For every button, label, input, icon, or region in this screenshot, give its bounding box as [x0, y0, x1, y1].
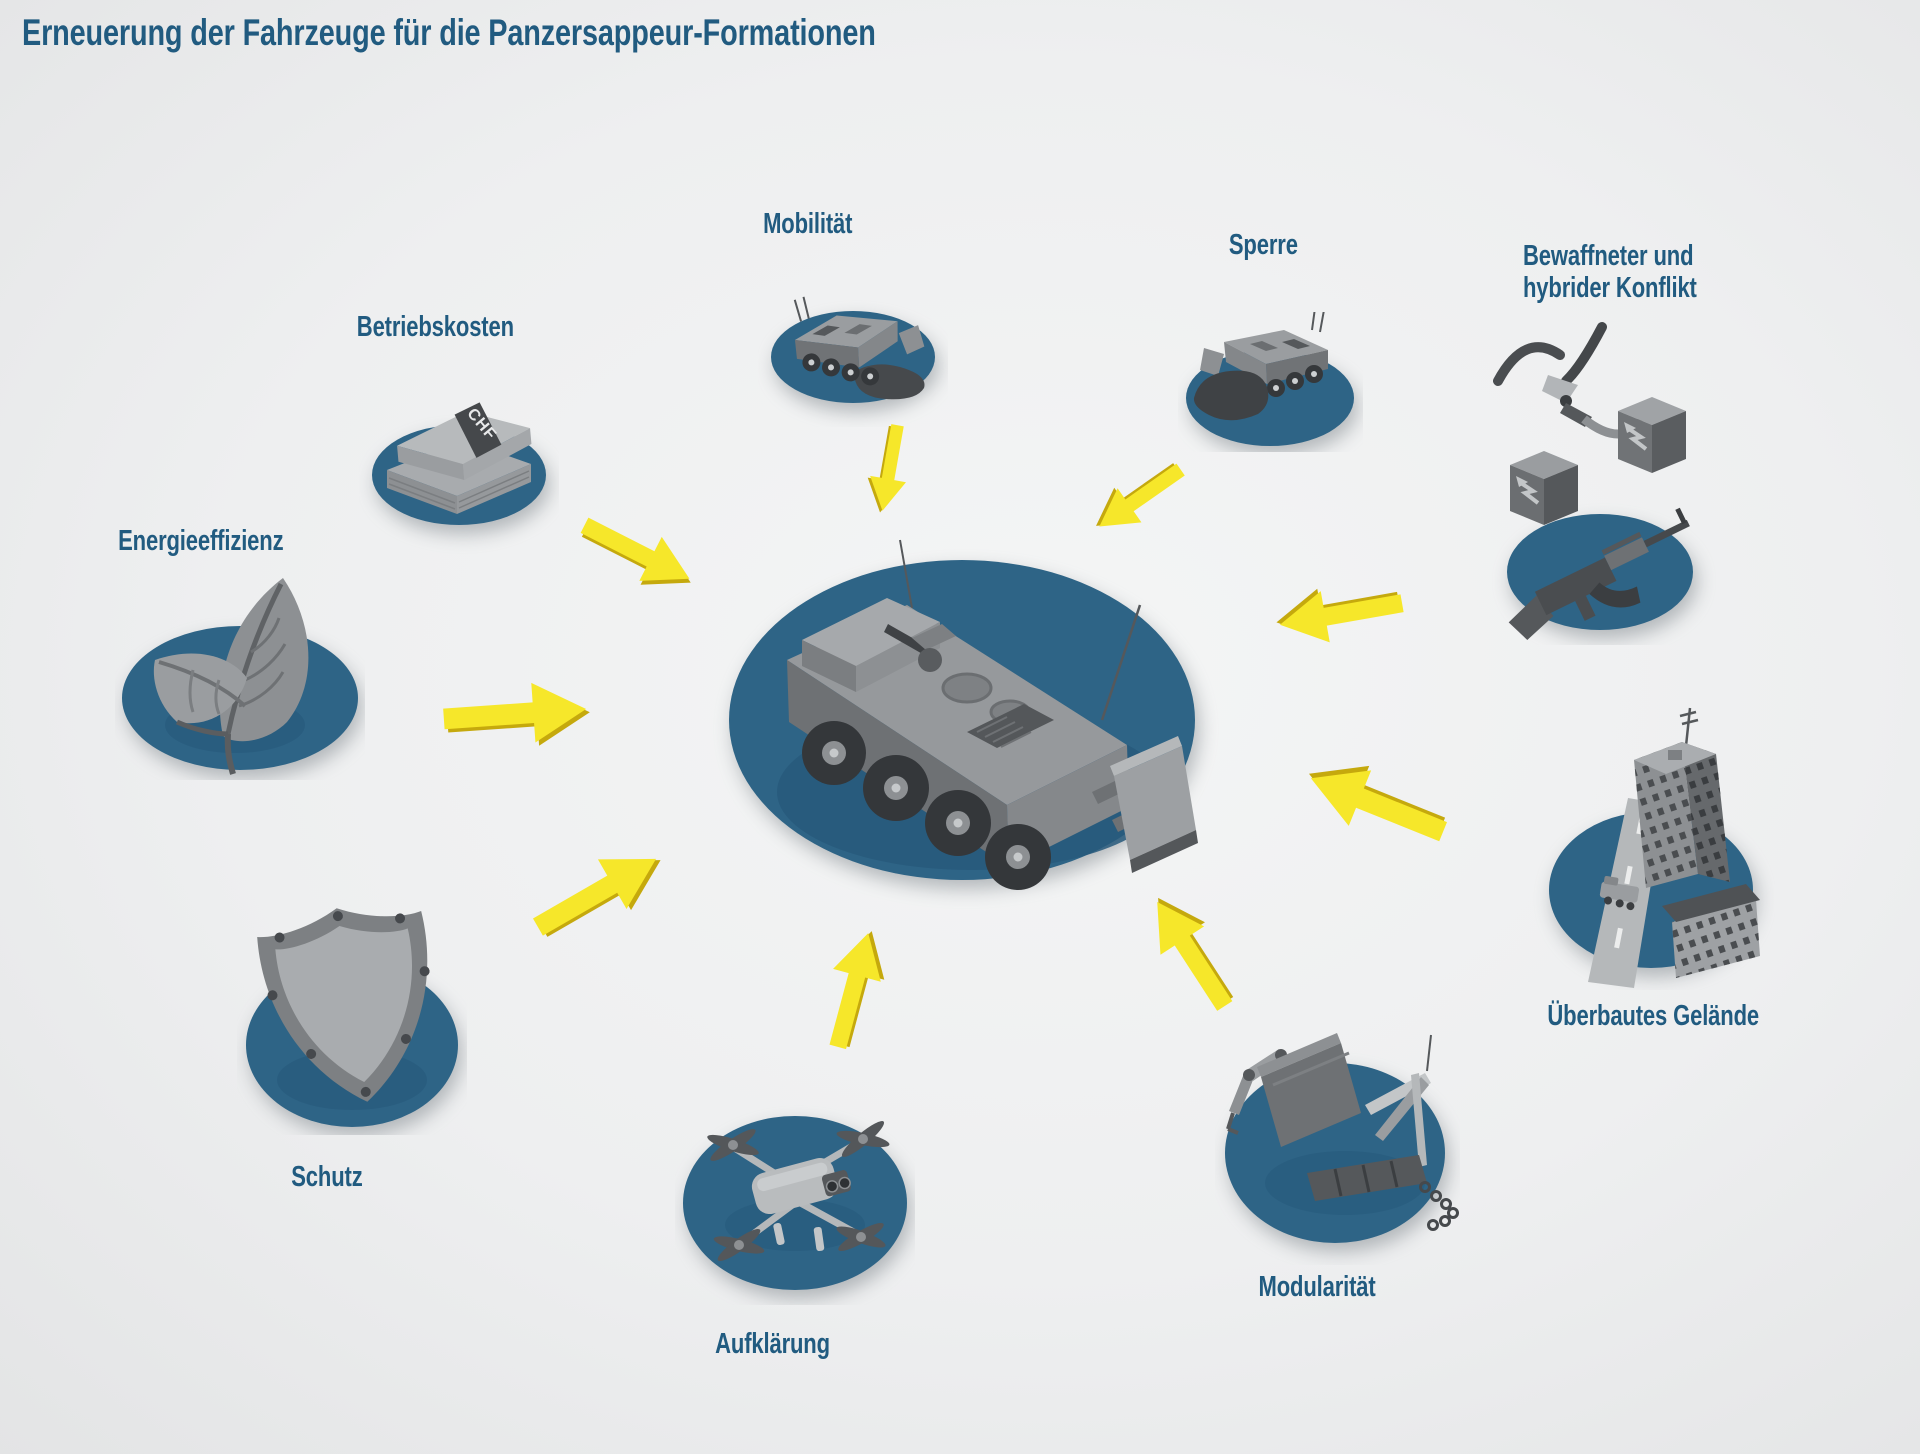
- chain: [1419, 1181, 1459, 1231]
- leaves-icon: [122, 578, 358, 775]
- base-module: [1307, 1155, 1427, 1201]
- dozer-blade-module: [1257, 1033, 1361, 1147]
- banknote-stacks: CHF: [387, 402, 532, 514]
- frame-module: [1365, 1034, 1432, 1167]
- obstacle-mound: [1193, 370, 1269, 421]
- page-title: Erneuerung der Fahrzeuge für die Panzers…: [22, 12, 876, 53]
- charge-block-upper: [1618, 397, 1686, 473]
- wire-cutters: [1493, 322, 1607, 427]
- attachment-modules-icon: [1225, 1033, 1459, 1243]
- shield-body: [257, 908, 430, 1102]
- arrow-from-aufklaerung-icon: [813, 923, 896, 1055]
- armored-engineer-vehicle-8x8-dozer-icon: [729, 539, 1198, 890]
- vehicle-on-terrain-icon: [771, 296, 935, 403]
- leaf-small: [153, 653, 247, 724]
- arrow-from-ueberbautes-icon: [1296, 746, 1456, 860]
- arrow-from-schutz-icon: [523, 832, 675, 955]
- reconnaissance-drone-icon: [683, 1116, 907, 1290]
- drone-body: [707, 1121, 890, 1262]
- small-apc: [793, 296, 925, 386]
- small-truck: [1599, 875, 1640, 911]
- apc-body: [787, 539, 1198, 890]
- charge-block-lower: [1510, 451, 1578, 525]
- vehicle-pushing-obstacle-icon: [1186, 312, 1354, 446]
- urban-buildings-road-icon: [1549, 707, 1760, 988]
- chf-banknote-stacks-icon: CHF: [372, 402, 546, 525]
- arrow-from-mobilitaet-icon: [862, 421, 916, 516]
- tower-building: [1634, 707, 1730, 888]
- dozer-blade: [1092, 736, 1198, 873]
- small-apc: [1200, 312, 1328, 403]
- low-building: [1662, 884, 1760, 978]
- arrow-from-energieeffizienz-icon: [441, 678, 592, 753]
- arrow-from-konflikt-icon: [1271, 574, 1407, 651]
- stem: [224, 733, 236, 775]
- rifle-wirecutter-charges-icon: [1493, 322, 1693, 640]
- wheels: [802, 721, 1051, 890]
- assault-rifle: [1508, 507, 1690, 640]
- item-label-konflikt: Bewaffneter und hybrider Konflikt: [1523, 240, 1697, 304]
- shield-icon: [246, 908, 458, 1127]
